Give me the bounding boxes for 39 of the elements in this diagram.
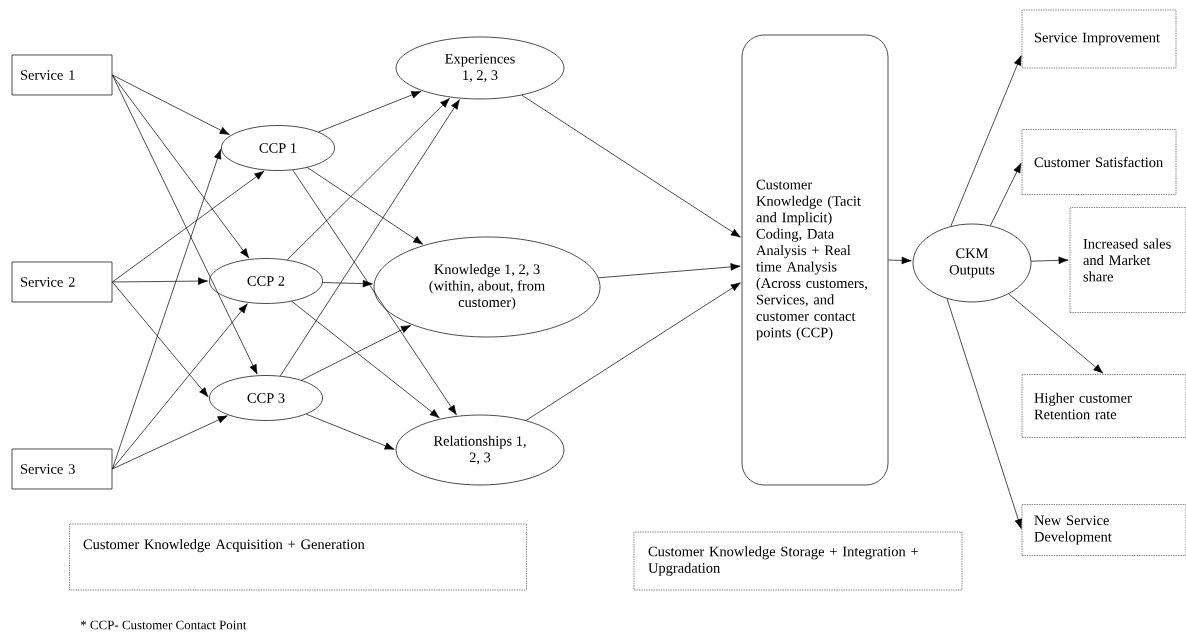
output-box: Customer Satisfaction xyxy=(1021,129,1177,195)
arrow xyxy=(322,279,373,288)
footnote: * CCP- Customer Contact Point xyxy=(80,620,247,630)
arrow xyxy=(318,91,422,133)
stage-box: Customer Knowledge Acquisition + Generation xyxy=(69,523,527,591)
output-box: New Service Development xyxy=(1021,504,1186,556)
arrow xyxy=(990,163,1022,226)
arrow xyxy=(112,74,258,375)
arrow xyxy=(598,263,741,279)
analysis-box: Customer Knowledge (Tacit and Implicit) Coding, Data Analysis + Real time Analysis (Across customers, Services, and customer contact points (CCP) xyxy=(741,34,889,486)
arrow xyxy=(305,413,395,450)
output-box: Increased sales and Market share xyxy=(1069,207,1186,313)
arrow xyxy=(112,303,248,470)
arrow xyxy=(1008,293,1104,374)
service-box: Service 1 xyxy=(11,54,113,96)
arrow xyxy=(112,74,250,259)
arrow xyxy=(521,94,741,238)
arrow xyxy=(307,167,424,245)
arrow xyxy=(301,325,411,381)
arrow xyxy=(112,415,228,470)
stage-box: Customer Knowledge Storage + Integration + Upgradation xyxy=(633,531,963,591)
service-box: Service 3 xyxy=(11,448,113,490)
arrow xyxy=(112,74,230,135)
arrow xyxy=(112,281,209,398)
arrow xyxy=(950,55,1022,227)
arrow xyxy=(888,256,912,265)
arrow xyxy=(1030,256,1069,265)
arrow xyxy=(112,170,265,283)
arrow xyxy=(112,277,208,285)
arrow xyxy=(280,99,460,377)
arrow xyxy=(291,301,440,419)
output-box: Service Improvement xyxy=(1021,9,1177,69)
service-box: Service 2 xyxy=(11,261,113,303)
arrow xyxy=(112,149,222,470)
arrow xyxy=(292,169,457,416)
arrow xyxy=(946,298,1022,529)
arrow xyxy=(286,98,450,261)
output-box: Higher customer Retention rate xyxy=(1021,374,1186,438)
arrow xyxy=(525,282,741,421)
